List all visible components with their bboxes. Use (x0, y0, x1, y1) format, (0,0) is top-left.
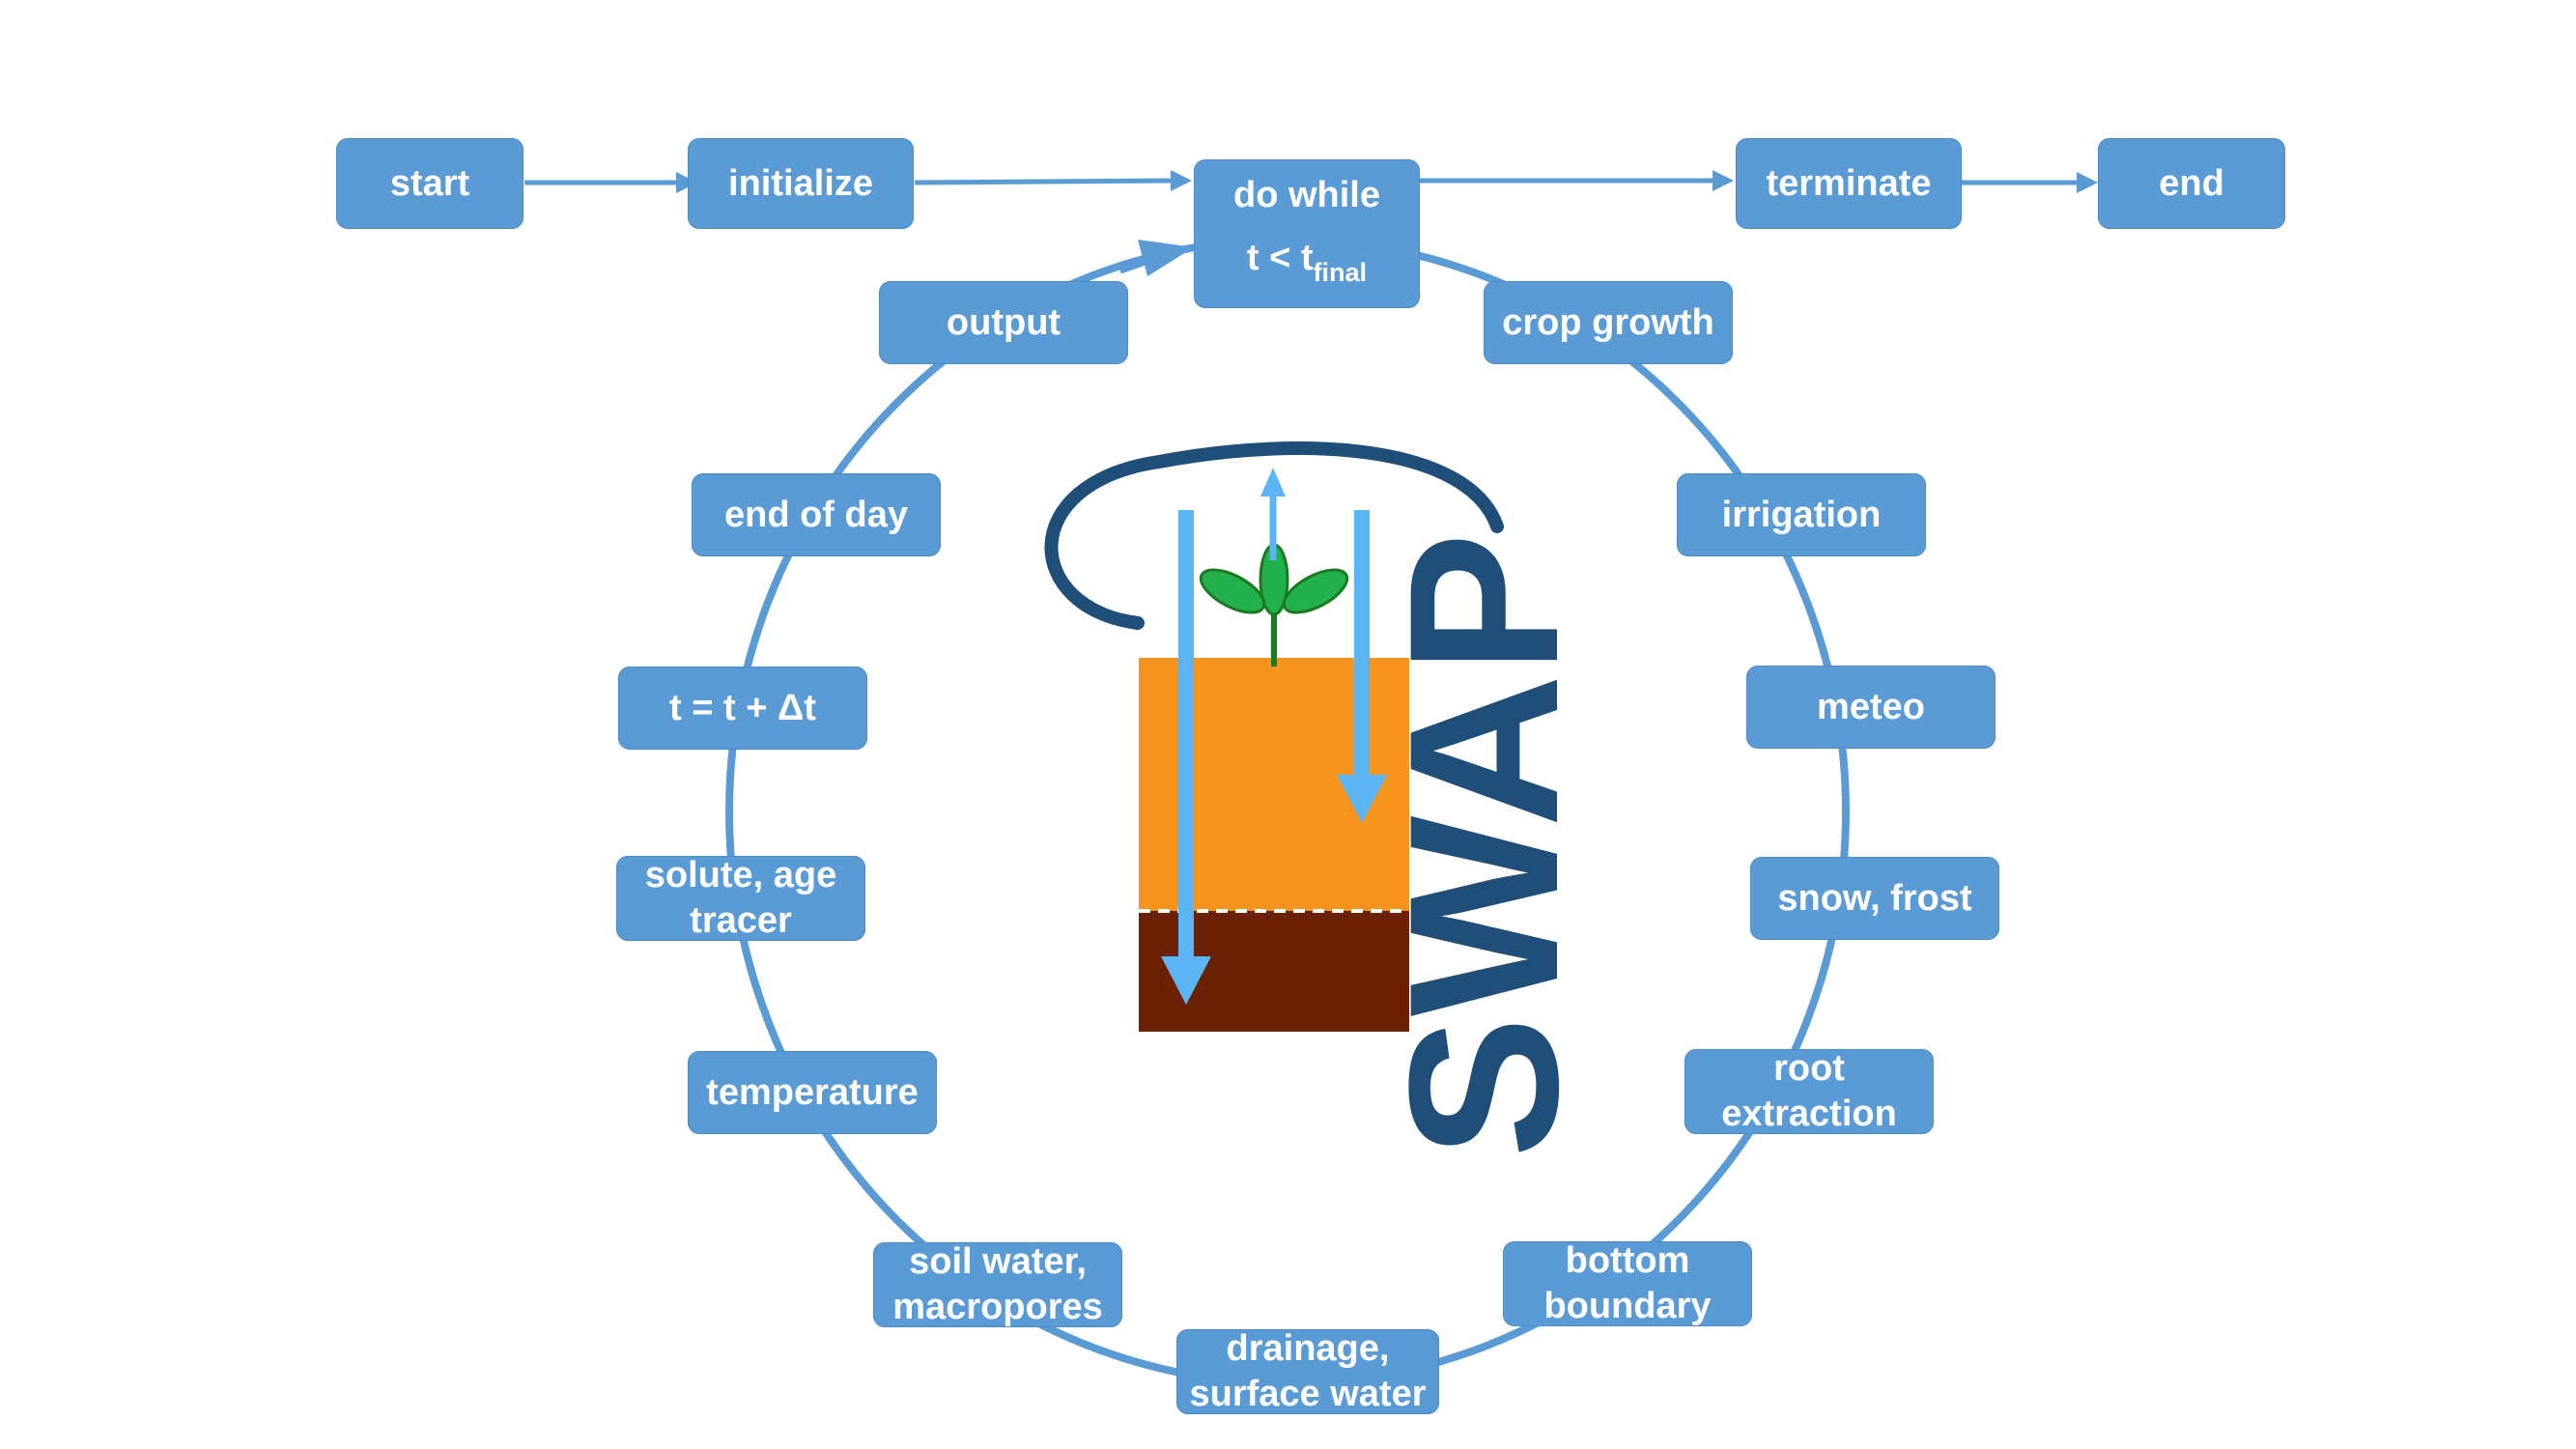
temperature-box[interactable]: temperature (688, 1051, 937, 1134)
output-label: output (946, 301, 1062, 343)
soil-water-box[interactable]: soil water, macropores (873, 1241, 1122, 1327)
soil-water-line2: macropores (892, 1287, 1103, 1327)
terminate-label: terminate (1766, 162, 1932, 204)
end-box[interactable]: end (2098, 138, 2285, 229)
arrowhead-loop (1171, 170, 1192, 191)
arrowhead-terminate (1713, 170, 1734, 191)
meteo-box[interactable]: meteo (1746, 666, 1996, 749)
temperature-label: temperature (706, 1071, 919, 1113)
time-step-box[interactable]: t = t + Δt (618, 667, 867, 750)
arrowhead-initialize (676, 172, 697, 193)
bottom-boundary-line2: boundary (1543, 1286, 1712, 1326)
solute-line2: tracer (690, 900, 792, 941)
crop-growth-label: crop growth (1502, 301, 1714, 343)
end-of-day-label: end of day (723, 494, 909, 535)
loop-box[interactable]: do while t < tfinal (1194, 159, 1420, 308)
bottom-boundary-line1: bottom (1565, 1240, 1690, 1281)
root-extraction-line1: root (1773, 1048, 1845, 1089)
start-label: start (389, 162, 470, 204)
irrigation-label: irrigation (1721, 494, 1882, 535)
snow-frost-box[interactable]: snow, frost (1750, 857, 1999, 940)
end-label: end (2159, 162, 2224, 204)
arrowhead-output-loop (1138, 240, 1194, 276)
swap-logo: SWAP (1044, 441, 1602, 1158)
flow-connectors (524, 170, 2098, 276)
loop-condition-base: t < t (1246, 237, 1314, 278)
end-of-day-box[interactable]: end of day (692, 473, 941, 556)
root-extraction-line2: extraction (1721, 1094, 1897, 1134)
arrow-initialize-loop (914, 178, 1172, 185)
loop-condition-subscript: final (1313, 257, 1368, 287)
loop-line2: t < tfinal (1247, 236, 1367, 296)
meteo-label: meteo (1817, 686, 1925, 727)
plant-leaf-left (1199, 568, 1266, 614)
snow-frost-label: snow, frost (1777, 877, 1972, 919)
arrowhead-end (2077, 172, 2098, 193)
evaporation-arrow-head (1260, 468, 1286, 497)
time-step-label: t = t + Δt (669, 687, 816, 728)
logo-orbit (1044, 441, 1504, 630)
plant-leaf-right (1282, 568, 1349, 614)
bottom-boundary-box[interactable]: bottom boundary (1503, 1240, 1752, 1326)
drainage-line1: drainage, (1226, 1328, 1390, 1369)
infiltration-arrow-head (1161, 956, 1211, 1005)
drainage-box[interactable]: drainage, surface water (1176, 1328, 1439, 1414)
solute-box[interactable]: solute, age tracer (616, 855, 865, 941)
initialize-label: initialize (728, 162, 873, 204)
crop-growth-box[interactable]: crop growth (1484, 281, 1733, 364)
drainage-line2: surface water (1189, 1374, 1427, 1414)
percolation-arrow-head (1337, 775, 1387, 823)
loop-line1: do while (1233, 174, 1380, 215)
output-box[interactable]: output (879, 281, 1128, 364)
terminate-box[interactable]: terminate (1736, 138, 1962, 229)
solute-line1: solute, age (644, 855, 837, 895)
start-box[interactable]: start (336, 138, 524, 229)
soil-water-line1: soil water, (909, 1241, 1087, 1282)
irrigation-box[interactable]: irrigation (1677, 473, 1926, 556)
logo-text: SWAP (1365, 532, 1602, 1158)
initialize-box[interactable]: initialize (688, 138, 914, 229)
root-extraction-box[interactable]: root extraction (1684, 1048, 1934, 1134)
